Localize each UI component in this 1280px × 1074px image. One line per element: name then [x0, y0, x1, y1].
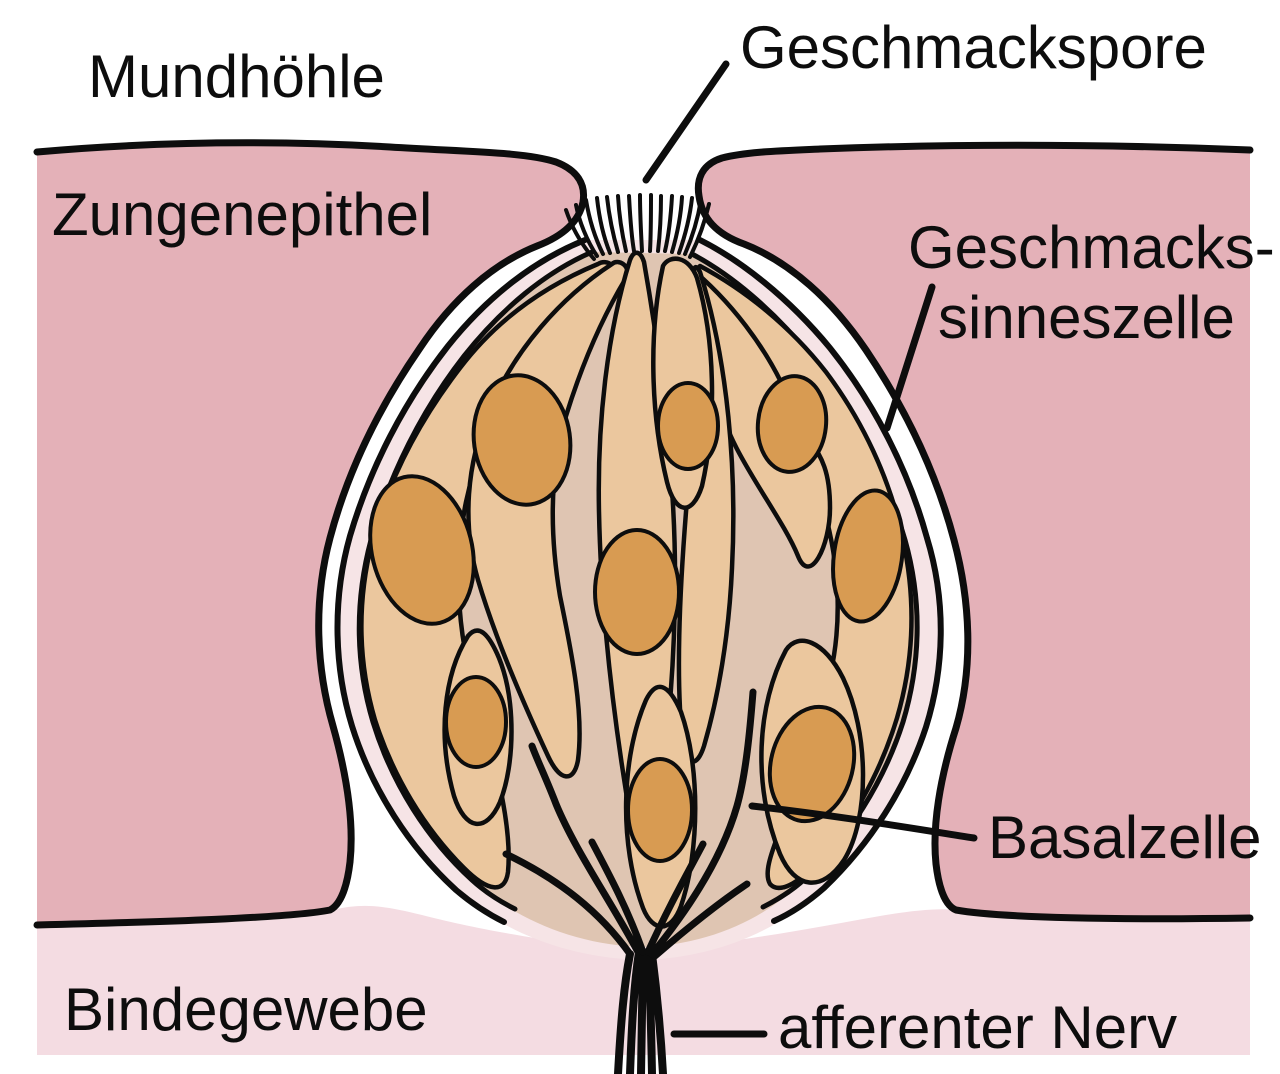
- microvilli-lines: [564, 193, 711, 261]
- cell-nucleus: [755, 374, 829, 474]
- taste-pore-leader-line: [642, 60, 730, 184]
- cell-nucleus: [593, 528, 681, 656]
- tongue-epithelium-left: [37, 142, 584, 926]
- cell-nucleus: [626, 757, 694, 863]
- epithelium-left-outline: [33, 139, 588, 929]
- nerve-branches: [502, 688, 757, 960]
- afferent-nerve-fibres: [502, 688, 757, 1074]
- basal-cell-leader-line: [748, 802, 978, 842]
- cell-nucleus: [368, 474, 476, 626]
- label-taste-sensory-cell-line1: Geschmacks-: [908, 214, 1275, 281]
- cell-nucleus: [471, 373, 573, 507]
- tongue-epithelium-right: [698, 145, 1250, 919]
- epithelium-right-outline: [694, 141, 1254, 923]
- cell-nucleus: [767, 704, 857, 824]
- label-basal-cell: Basalzelle: [988, 804, 1262, 871]
- label-connective-tissue: Bindegewebe: [64, 976, 428, 1043]
- label-taste-sensory-cell-line2: sinneszelle: [938, 284, 1235, 351]
- sensory-cell-leader-line: [883, 283, 936, 432]
- nerve-trunk: [614, 948, 667, 1074]
- cell-nucleus: [444, 675, 508, 769]
- label-oral-cavity: Mundhöhle: [88, 43, 385, 110]
- taste-cells: [359, 250, 914, 929]
- cell-nucleus: [831, 488, 905, 624]
- cell-nucleus: [656, 381, 720, 471]
- capsule-outer-line-left: [334, 237, 588, 925]
- label-tongue-epithelium: Zungenepithel: [52, 181, 432, 248]
- capsule-outer-line-right: [697, 237, 944, 924]
- cell-nuclei: [368, 373, 905, 863]
- label-taste-pore: Geschmackspore: [740, 14, 1207, 81]
- label-afferent-nerve: afferenter Nerv: [778, 994, 1177, 1061]
